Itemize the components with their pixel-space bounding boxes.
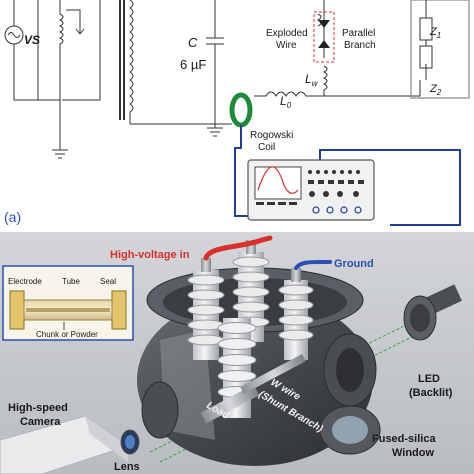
w-wire-rod — [240, 354, 306, 394]
z1-label: Z1 — [429, 26, 441, 40]
high-voltage-cable — [203, 235, 273, 261]
waveform-icon — [257, 166, 299, 194]
inset-chunk — [26, 308, 110, 312]
led-label-2: (Backlit) — [409, 387, 453, 399]
camera-side — [85, 416, 128, 462]
ground-mid — [207, 124, 223, 137]
fused-silica-window — [332, 416, 368, 444]
inductor-l0-label: L0 — [280, 94, 292, 110]
ground-label: Ground — [334, 258, 374, 270]
source-wire — [13, 0, 38, 101]
impedance-box — [410, 0, 470, 99]
exploded-wire-label-2: Wire — [276, 40, 297, 51]
right-bottom-wire — [324, 80, 421, 97]
inductor-l0 — [254, 91, 312, 97]
capacitor-value: 6 µF — [180, 57, 206, 72]
rogowski-label-1: Rogowski — [250, 130, 293, 141]
control-knobs — [308, 170, 364, 197]
high-voltage-label: High-voltage in — [110, 249, 190, 261]
side-port-right-inner — [336, 348, 364, 392]
primary-return-wire — [62, 0, 101, 101]
rogowski-label-2: Coil — [258, 142, 275, 153]
transformer-core — [119, 0, 125, 120]
transformer-primary — [38, 0, 64, 101]
circuit-diagram — [4, 0, 470, 159]
led-backlight — [403, 284, 462, 341]
parallel-branch-label-2: Branch — [344, 40, 376, 51]
camera-label-1: High-speed — [8, 402, 68, 414]
inset-tube-label: Tube — [62, 277, 80, 286]
load-rod — [200, 384, 260, 424]
led-label-1: LED — [418, 373, 440, 385]
diode-upper-icon — [318, 20, 330, 28]
input-ports — [312, 206, 362, 214]
capacitor-label: C — [188, 35, 198, 50]
tap-arrow — [66, 9, 85, 35]
lens-label: Lens — [114, 461, 140, 473]
inset-seal-label: Seal — [100, 277, 116, 286]
window-label-1: Fused-silica — [372, 433, 436, 445]
ground-cable — [294, 260, 332, 270]
rogowski-coil — [229, 92, 253, 128]
high-speed-camera — [0, 415, 140, 474]
exploded-wire-label-1: Exploded — [266, 28, 308, 39]
insulator-right — [278, 268, 314, 360]
panel-a-label: (a) — [4, 209, 21, 225]
z2-label: Z2 — [429, 83, 442, 97]
capacitor-symbol — [206, 0, 224, 128]
inductor-lw — [312, 0, 328, 97]
diode-pair — [313, 11, 335, 63]
source-label: VS — [24, 33, 40, 47]
inset-electrode-right — [111, 290, 127, 330]
side-port-left — [141, 381, 179, 439]
parallel-branch-box — [313, 11, 335, 63]
diode-lower-icon — [318, 40, 330, 48]
load-assembly — [200, 354, 306, 424]
parallel-branch-label-1: Parallel — [342, 28, 375, 39]
inset-cross-section — [2, 265, 134, 341]
inductor-lw-label: Lw — [305, 72, 319, 88]
rogowski-coil-icon — [229, 92, 253, 128]
ac-wave-icon — [7, 32, 21, 38]
inset-electrode-label: Electrode — [8, 277, 42, 286]
inset-electrode-left — [9, 290, 25, 330]
camera-label-2: Camera — [20, 416, 61, 428]
insulator-left — [187, 258, 225, 360]
oscilloscope — [247, 159, 375, 221]
window-label-2: Window — [392, 447, 434, 459]
inset-chunk-label: Chunk or Powder — [36, 330, 98, 339]
transformer-secondary — [129, 0, 134, 124]
ground-left — [52, 100, 68, 159]
